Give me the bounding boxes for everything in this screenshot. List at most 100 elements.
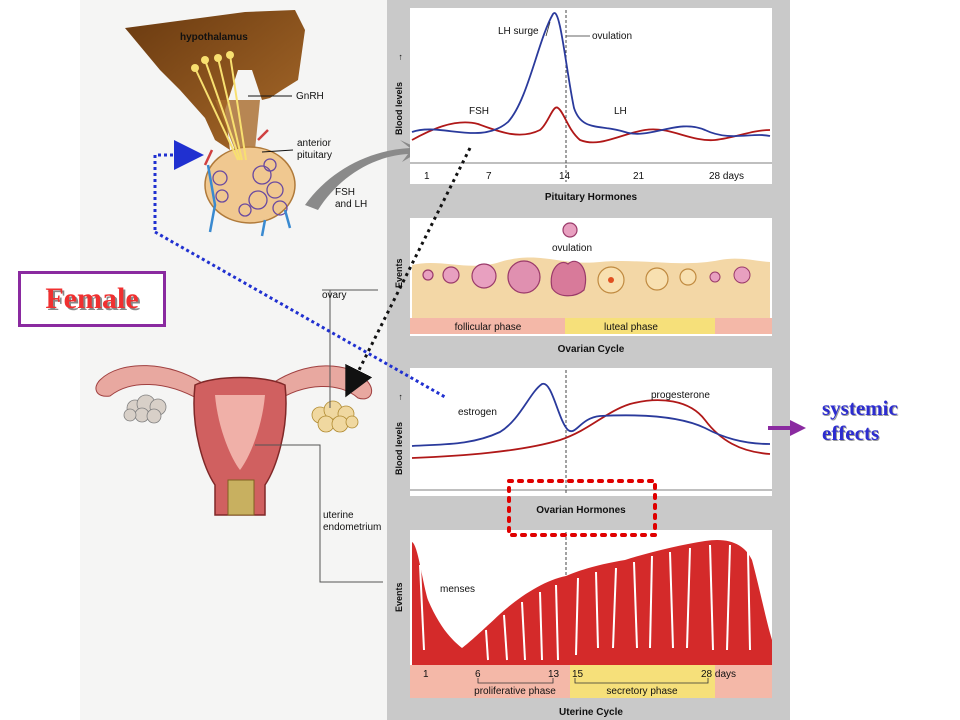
secretory-phase-bar <box>570 681 715 698</box>
lh-label: LH <box>614 106 627 117</box>
systemic-effects-arrow <box>768 420 806 436</box>
infundibulum-stalk <box>215 100 260 150</box>
fsh-label: FSH <box>469 106 489 117</box>
luteal-phase-bar <box>565 318 715 334</box>
uterus-ovary-illustration <box>95 289 383 583</box>
follicle-new-2 <box>733 266 751 284</box>
anterior-pituitary-leader <box>261 149 294 153</box>
progesterone-curve <box>411 399 771 459</box>
neuron-cell-bodies <box>191 51 234 72</box>
released-oocyte <box>562 222 578 238</box>
endometrium-leader <box>255 444 383 583</box>
pituitary-ylabel: Blood levels <box>394 82 404 135</box>
ovary-label: ovary <box>322 290 346 301</box>
pituitary-caption: Pituitary Hormones <box>545 192 638 203</box>
anterior-pituitary-label-1: anterior <box>297 138 332 149</box>
uterine-tick-1: 1 <box>423 669 429 680</box>
left-ovary <box>123 394 167 424</box>
secretory-bar <box>570 665 715 681</box>
follicle-new-1 <box>709 271 721 283</box>
ovarian-hormones-caption: Ovarian Hormones <box>536 505 626 516</box>
hormones-yarrow: → <box>394 393 404 402</box>
pituitary-tick-28: 28 days <box>709 171 744 182</box>
pituitary-ovulation-label: ovulation <box>592 31 632 42</box>
pituitary-tick-7: 7 <box>486 171 492 182</box>
estrogen-curve <box>411 383 771 447</box>
uterine-tick-15: 15 <box>572 669 584 680</box>
pituitary-tick-1: 1 <box>424 171 430 182</box>
secretory-bracket <box>574 678 709 684</box>
ovarian-cycle-caption: Ovarian Cycle <box>558 344 625 355</box>
corpus-luteum-3 <box>679 268 697 286</box>
ovarian-tissue <box>412 257 770 318</box>
follicular-phase-bar <box>410 318 565 334</box>
proliferative-bracket <box>477 678 554 684</box>
next-follicular-bar <box>715 318 772 334</box>
lh-surge-label: LH surge <box>498 26 539 37</box>
pituitary-yarrow: → <box>394 53 404 62</box>
luteal-phase-label: luteal phase <box>604 322 658 333</box>
pituitary-hormones-panel: Blood levels → LH surge ovulation FSH LH… <box>394 8 772 203</box>
systemic-effects-line-2: effects <box>822 421 880 445</box>
systemic-effects-label: systemic effects <box>822 396 898 446</box>
uterine-endometrium-label-2: endometrium <box>323 522 381 533</box>
menses-label: menses <box>440 584 475 595</box>
blood-vessels <box>203 129 292 237</box>
uterine-tick-13: 13 <box>548 669 560 680</box>
pituitary-chart-area <box>410 8 772 184</box>
fsh-curve <box>411 106 771 144</box>
uterine-tick-28: 28 days <box>701 669 736 680</box>
blue-dotted-diagonal <box>154 230 446 399</box>
ovarian-hormones-panel: Blood levels → estrogen progesterone Ova… <box>394 368 772 516</box>
ovarian-hormones-area <box>410 368 772 496</box>
anterior-pituitary-gland <box>204 146 296 224</box>
blue-dotted-connector <box>153 140 204 230</box>
follicular-phase-label: follicular phase <box>455 322 522 333</box>
ovarian-ylabel: Events <box>394 258 404 288</box>
hormones-ylabel: Blood levels <box>394 422 404 475</box>
endometrium-profile <box>412 539 772 665</box>
hypothalamus-shape <box>125 10 305 150</box>
ovarian-hormones-highlight <box>507 479 657 537</box>
follicle-2 <box>442 266 460 284</box>
hypothalamus-pituitary-illustration <box>125 10 422 237</box>
right-ovary <box>311 400 359 433</box>
follicle-4 <box>507 260 541 294</box>
systemic-effects-line-1: systemic <box>822 396 898 420</box>
follicles <box>422 222 587 297</box>
female-label: Female <box>45 282 139 315</box>
uterine-caption: Uterine Cycle <box>559 707 623 718</box>
progesterone-label: progesterone <box>651 390 710 401</box>
ruptured-follicle <box>550 260 587 297</box>
neuron-axons <box>194 54 247 161</box>
hypothalamus-label: hypothalamus <box>180 32 248 43</box>
follicle-3 <box>471 263 497 289</box>
left-fallopian-tube <box>95 365 206 401</box>
fsh-lh-label-1: FSH <box>335 187 355 198</box>
uterine-cavity <box>215 395 265 470</box>
gnrh-label: GnRH <box>296 91 324 102</box>
ovary-leader <box>322 289 378 408</box>
lh-curve <box>411 12 771 138</box>
uterine-ylabel: Events <box>394 582 404 612</box>
cervix <box>227 479 255 516</box>
proliferative-label: proliferative phase <box>474 686 556 697</box>
fsh-lh-label-2: and LH <box>335 199 367 210</box>
lh-surge-leader <box>545 21 551 37</box>
female-label-box: Female <box>18 271 166 327</box>
uterine-tick-6: 6 <box>475 669 481 680</box>
estrogen-label: estrogen <box>458 407 497 418</box>
corpus-luteum-2 <box>645 267 669 291</box>
uterine-endometrium-label-1: uterine <box>323 510 354 521</box>
endometrial-glands <box>419 544 751 661</box>
follicle-1 <box>422 269 434 281</box>
portal-vessels <box>212 158 288 217</box>
corpus-luteum-series <box>597 266 697 294</box>
pituitary-tick-14: 14 <box>559 171 571 182</box>
uterine-cycle-panel: Events menses 1 6 13 15 28 days prolifer… <box>394 530 772 718</box>
secretory-label: secretory phase <box>606 686 678 697</box>
ovarian-cycle-panel: Events ovulation follicular phase luteal… <box>394 218 772 355</box>
anterior-pituitary-label-2: pituitary <box>297 150 332 161</box>
ovarian-ovulation-label: ovulation <box>552 243 592 254</box>
